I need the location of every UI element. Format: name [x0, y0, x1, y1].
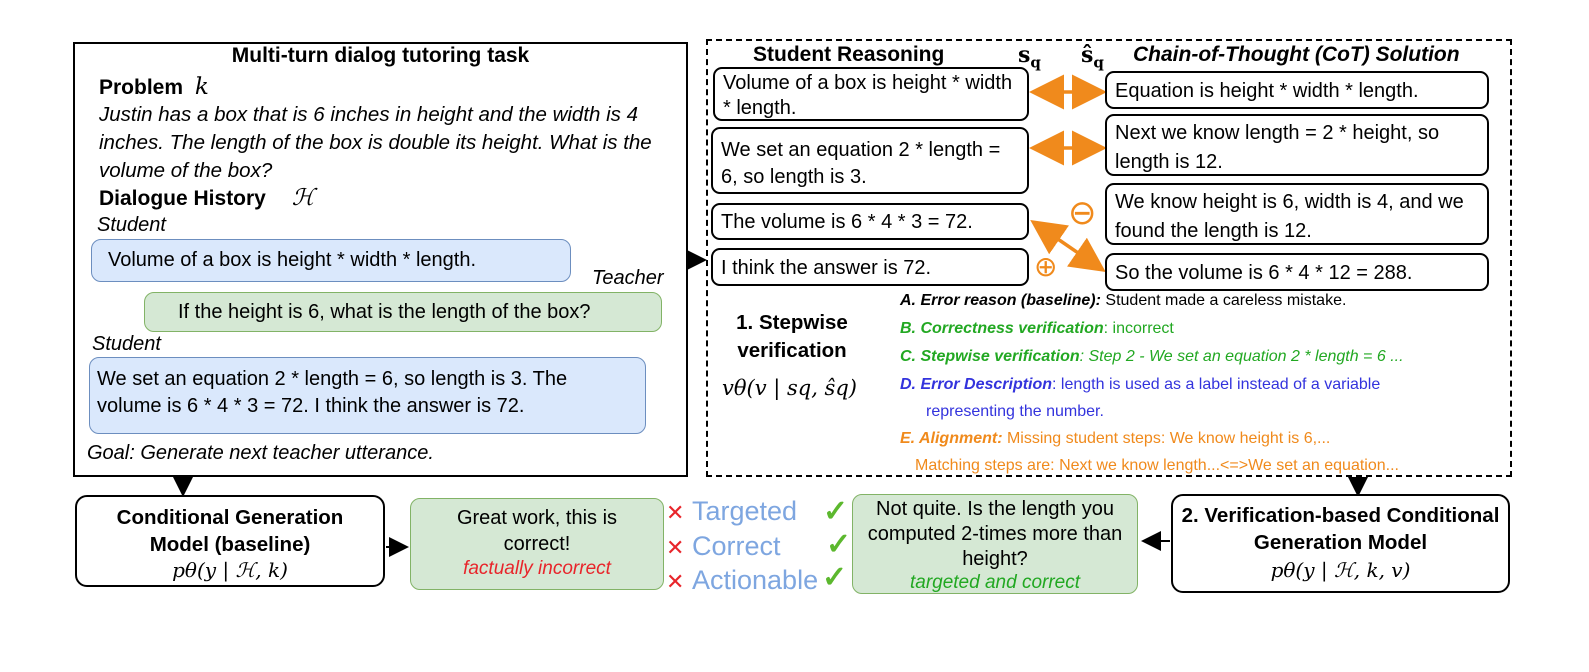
criterion-correct: Correct [692, 531, 781, 561]
verification-panel [706, 39, 1512, 477]
task-title: Multi-turn dialog tutoring task [231, 44, 530, 67]
cot-step-1: Equation is height * width * length. [1105, 71, 1489, 109]
cot-step-3: We know height is 6, width is 4, and we … [1105, 183, 1489, 245]
align-arrow-step3 [1030, 220, 1106, 272]
student-message-2-text: We set an equation 2 * length = 6, so le… [97, 368, 568, 417]
student-step-4: I think the answer is 72. [711, 248, 1029, 286]
check-icon-targeted: ✓ [823, 495, 849, 528]
cot-header: Chain-of-Thought (CoT) Solution [1127, 43, 1466, 67]
verified-response: Not quite. Is the length you computed 2-… [852, 494, 1138, 594]
verifier-formula: vθ(v | sq, ŝq) [722, 376, 857, 400]
extra-step-icon: ⊕ [1034, 251, 1058, 282]
goal-text: Goal: Generate next teacher utterance. [87, 442, 434, 464]
cross-icon-targeted: ✕ [666, 500, 685, 525]
student-step-2: We set an equation 2 * length = 6, so le… [711, 127, 1029, 194]
history-symbol: ℋ [291, 185, 315, 211]
history-heading: Dialogue History ℋ [99, 185, 314, 211]
student-step-1: Volume of a box is height * width * leng… [713, 67, 1029, 121]
student-label-2: Student [92, 333, 161, 355]
check-icon-correct: ✓ [826, 528, 852, 561]
baseline-response: Great work, this is correct! factually i… [410, 498, 664, 590]
baseline-model-formula: pθ(y | ℋ, k) [172, 558, 288, 582]
stepwise-verification-title: 1. Stepwise verification [736, 311, 848, 362]
problem-heading: Problem k [99, 74, 209, 100]
student-reasoning-header: Student Reasoning [749, 43, 949, 67]
teacher-message-text: If the height is 6, what is the length o… [178, 301, 591, 323]
sq-hat-symbol: ŝq [1081, 42, 1104, 72]
criterion-targeted: Targeted [692, 496, 798, 526]
verification-model-title: 2. Verification-based Conditional Genera… [1181, 504, 1500, 554]
verification-item-a: A. Error reason (baseline): Student made… [900, 292, 1347, 309]
verified-verdict: targeted and correct [909, 572, 1081, 593]
cot-step-2: Next we know length = 2 * height, so len… [1105, 114, 1489, 176]
sq-symbol: sq [1018, 42, 1041, 72]
student-label-1: Student [97, 214, 166, 236]
verification-item-e: E. Alignment: Missing student steps: We … [900, 430, 1331, 447]
problem-label: Problem [99, 76, 184, 99]
cross-icon-correct: ✕ [666, 535, 685, 560]
verification-item-d-cont: representing the number. [926, 403, 1104, 420]
student-message-1: Volume of a box is height * width * leng… [91, 239, 571, 282]
cot-step-4: So the volume is 6 * 4 * 12 = 288. [1105, 253, 1489, 291]
cross-icon-actionable: ✕ [666, 569, 685, 594]
verification-item-d: D. Error Description: length is used as … [900, 376, 1381, 393]
student-message-1-text: Volume of a box is height * width * leng… [108, 249, 477, 271]
verified-response-text: Not quite. Is the length you computed 2-… [867, 498, 1123, 570]
verification-item-e-cont: Matching steps are: Next we know length.… [915, 457, 1399, 475]
verification-model-formula: pθ(y | ℋ, k, v) [1270, 558, 1411, 582]
baseline-response-text: Great work, this is correct! [456, 507, 618, 555]
baseline-verdict: factually incorrect [463, 558, 611, 579]
criterion-actionable: Actionable [692, 565, 819, 595]
missing-step-icon: ⊖ [1068, 194, 1097, 232]
teacher-label: Teacher [592, 267, 664, 289]
verification-item-c: C. Stepwise verification: Step 2 - We se… [900, 348, 1404, 365]
verification-model-box: 2. Verification-based Conditional Genera… [1171, 494, 1510, 593]
tutoring-task-panel [73, 42, 688, 477]
problem-text: Justin has a box that is 6 inches in hei… [99, 103, 652, 182]
history-label: Dialogue History [99, 187, 266, 210]
baseline-model-title: Conditional Generation Model (baseline) [116, 506, 344, 556]
baseline-model-box: Conditional Generation Model (baseline) … [75, 495, 385, 587]
verification-item-b: B. Correctness verification: incorrect [900, 320, 1174, 337]
problem-symbol: k [194, 74, 209, 100]
student-step-3: The volume is 6 * 4 * 3 = 72. [711, 203, 1029, 240]
teacher-message: If the height is 6, what is the length o… [144, 292, 662, 332]
student-message-2: We set an equation 2 * length = 6, so le… [89, 357, 646, 434]
check-icon-actionable: ✓ [822, 561, 848, 594]
